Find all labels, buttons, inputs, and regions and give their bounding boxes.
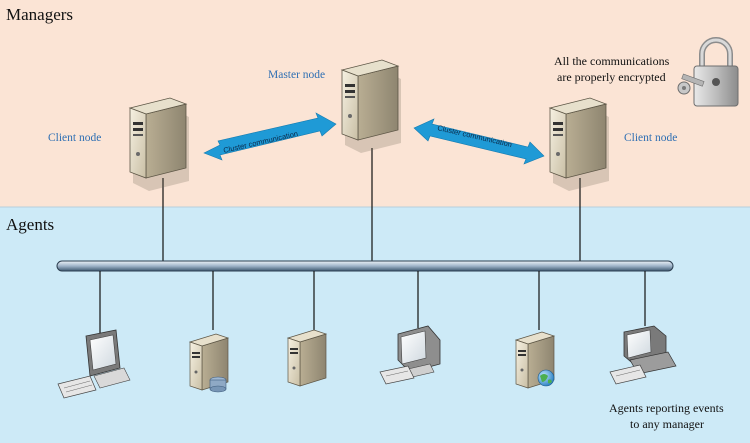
desktop-computer-icon <box>57 329 131 399</box>
agents-title: Agents <box>6 215 54 234</box>
padlock-key-icon <box>677 37 739 107</box>
managers-title: Managers <box>6 5 73 24</box>
encryption-note-line2: are properly encrypted <box>557 70 666 84</box>
master-node-label: Master node <box>268 69 325 81</box>
client-node-right-server-icon <box>549 97 610 192</box>
agents-zone <box>0 207 750 443</box>
client-node-right-label: Client node <box>624 132 677 144</box>
agents-note-line2: to any manager <box>630 417 704 431</box>
agents-note-line1: Agents reporting events <box>609 401 724 415</box>
database-server-icon <box>189 333 229 393</box>
server-icon <box>287 329 327 387</box>
network-bus <box>56 260 674 272</box>
client-node-left-server-icon <box>129 97 190 192</box>
client-node-left-label: Client node <box>48 132 101 144</box>
web-server-icon <box>515 331 555 389</box>
master-node-server-icon <box>341 59 402 154</box>
workstation-icon <box>609 325 677 385</box>
crt-monitor-icon <box>379 325 441 385</box>
encryption-note-line1: All the communications <box>554 54 670 68</box>
